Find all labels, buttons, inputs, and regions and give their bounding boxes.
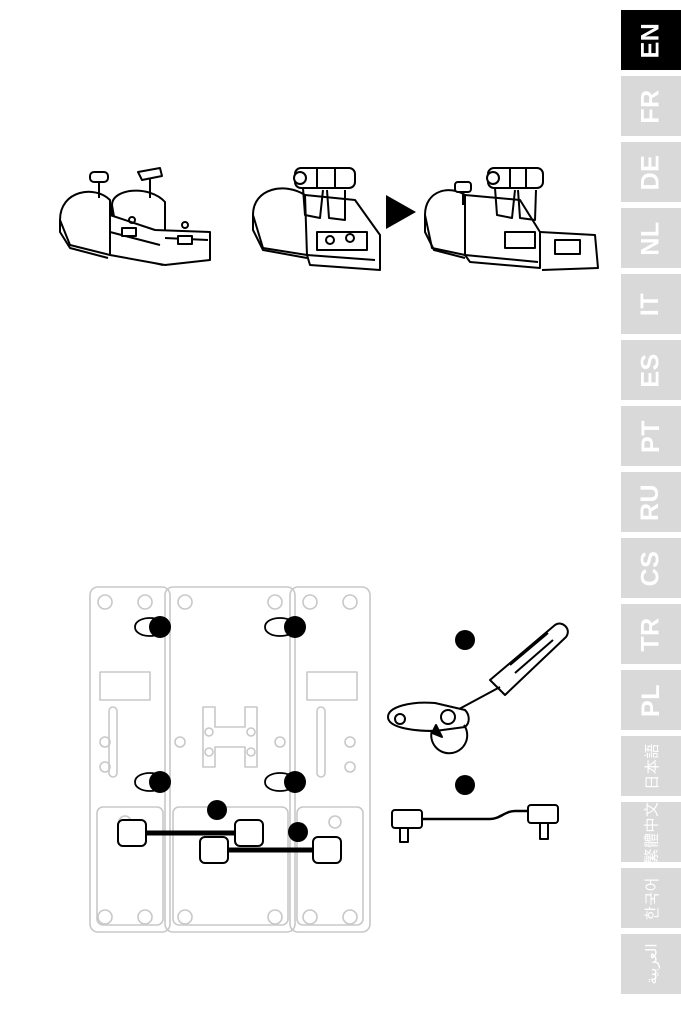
- tab-es[interactable]: ES: [621, 340, 681, 400]
- lever-module-pair-illustration: [50, 160, 220, 275]
- tab-label: IT: [637, 292, 666, 315]
- tab-pt[interactable]: PT: [621, 406, 681, 466]
- tab-label: CS: [636, 550, 665, 586]
- tab-cs[interactable]: CS: [621, 538, 681, 598]
- arrow-right-icon: [386, 195, 416, 229]
- tab-label: NL: [636, 221, 665, 255]
- tab-it[interactable]: IT: [621, 274, 681, 334]
- assembled-throttle-illustration: [420, 160, 600, 280]
- tab-label: FR: [636, 89, 665, 123]
- tab-label: 한국어: [641, 877, 662, 920]
- tab-label: ES: [636, 353, 665, 387]
- tab-en[interactable]: EN: [621, 10, 681, 70]
- tab-de[interactable]: DE: [621, 142, 681, 202]
- tab-ko[interactable]: 한국어: [621, 868, 681, 928]
- tab-ar[interactable]: العربية: [621, 934, 681, 994]
- tab-ru[interactable]: RU: [621, 472, 681, 532]
- tab-label: RU: [636, 483, 665, 520]
- tab-fr[interactable]: FR: [621, 76, 681, 136]
- screwdriver-and-cable-detail: [380, 615, 580, 845]
- tab-label: DE: [636, 154, 665, 190]
- tab-label: PT: [636, 420, 665, 453]
- tab-tr[interactable]: TR: [621, 604, 681, 664]
- tab-label: EN: [636, 22, 665, 58]
- tab-ja[interactable]: 日本語: [621, 736, 681, 796]
- tab-label: TR: [636, 617, 665, 651]
- tab-zh-tw[interactable]: 繁體中文: [621, 802, 681, 862]
- tab-label: 繁體中文: [641, 801, 662, 863]
- tab-pl[interactable]: PL: [621, 670, 681, 730]
- base-plate-diagram: [85, 582, 375, 937]
- tab-label: 日本語: [640, 743, 661, 790]
- tab-label: PL: [636, 684, 665, 717]
- throttle-quadrant-illustration: [245, 160, 385, 280]
- tab-nl[interactable]: NL: [621, 208, 681, 268]
- tab-label: العربية: [642, 944, 660, 985]
